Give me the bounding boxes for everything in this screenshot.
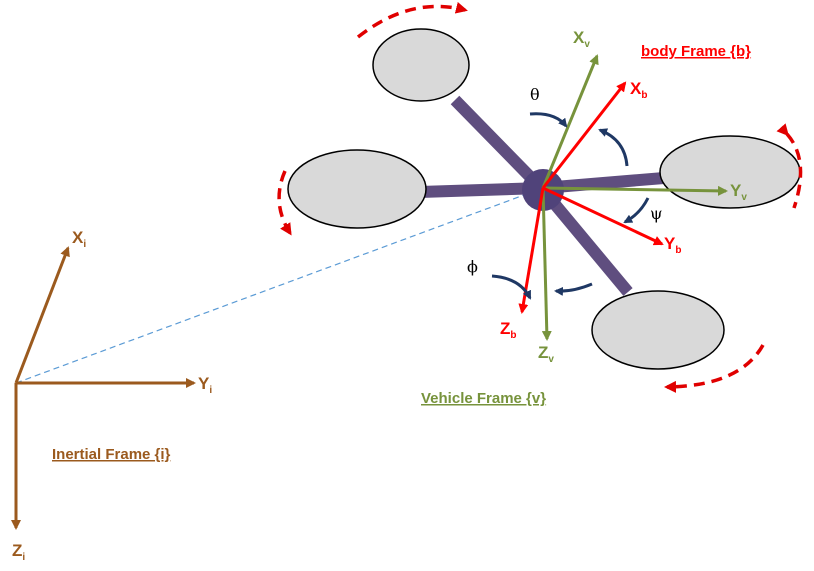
theta-arrow-left-icon (529, 112, 568, 128)
vehicle-z-label: Zv (538, 343, 554, 365)
phi-arrow-left-icon (491, 274, 532, 300)
inertial-x-label: Xi (72, 228, 86, 250)
body-x-axis (541, 81, 627, 189)
vehicle-x-label: Xv (573, 28, 590, 50)
inertial-y-label: Yi (198, 374, 212, 396)
spin-arrow-right-icon (776, 123, 803, 209)
vehicle-z-axis (541, 187, 552, 341)
inertial-x-axis (14, 246, 70, 384)
phi-arrow-right-icon (554, 282, 593, 296)
inertial-z-label: Zi (12, 541, 25, 563)
origin-to-vehicle-dashed-line (15, 187, 544, 384)
vehicle-frame-title: Vehicle Frame {v} (421, 390, 546, 407)
spin-arrows (277, 1, 803, 393)
inertial-frame-title: Inertial Frame {i} (52, 446, 171, 463)
rotor-top-icon (372, 28, 470, 102)
inertial-frame-axes (11, 246, 196, 530)
vehicle-x-axis (541, 54, 599, 189)
body-x-label: Xb (630, 79, 647, 101)
vehicle-y-axis (542, 185, 728, 196)
arm-bottom (538, 186, 633, 296)
pitch-angle-label: θ (530, 85, 540, 104)
roll-angle-label: ϕ (467, 257, 478, 276)
theta-arrow-right-icon (598, 128, 629, 167)
body-y-label: Yb (664, 234, 681, 256)
body-y-axis (542, 186, 664, 246)
vehicle-y-label: Yv (730, 181, 747, 203)
body-frame-title: body Frame {b} (641, 43, 751, 60)
spin-arrow-top-icon (356, 1, 468, 39)
body-z-label: Zb (500, 319, 517, 341)
vehicle-frame-axes (541, 54, 728, 341)
rotor-left-icon (287, 149, 427, 229)
rotation-arrows (491, 112, 650, 300)
yaw-angle-label: ψ (650, 204, 663, 223)
spin-arrow-bottom-icon (664, 344, 765, 393)
rotor-bottom-icon (591, 290, 725, 370)
spin-arrow-left-icon (277, 170, 292, 236)
psi-arrow-icon (623, 197, 650, 224)
